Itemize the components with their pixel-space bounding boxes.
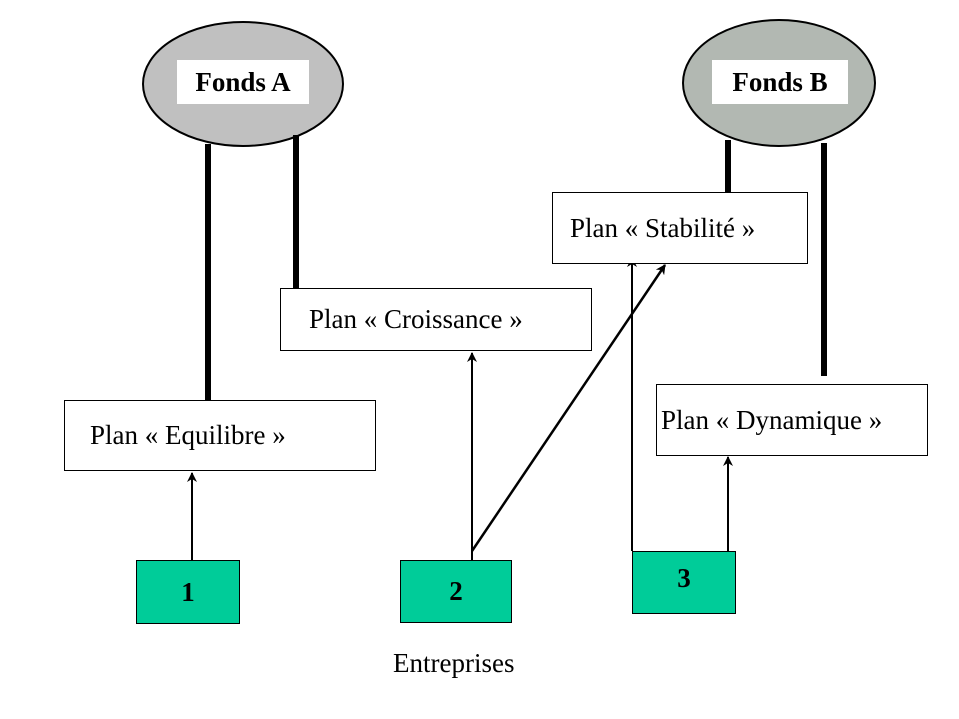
plan-croissance-label: Plan « Croissance » xyxy=(309,304,523,334)
fonds-b-label: Fonds B xyxy=(712,60,848,104)
entreprise-2-label: 2 xyxy=(449,576,463,606)
plan-croissance-box: Plan « Croissance » xyxy=(280,288,592,351)
plan-dynamique-label: Plan « Dynamique » xyxy=(661,404,883,435)
entreprise-1-box: 1 xyxy=(136,560,240,624)
plan-dynamique-box: Plan « Dynamique » xyxy=(656,384,928,456)
entreprise-3-box: 3 xyxy=(632,551,736,614)
plan-equilibre-label: Plan « Equilibre » xyxy=(90,420,286,450)
entreprise-1-label: 1 xyxy=(181,576,195,607)
plan-stabilite-label: Plan « Stabilité » xyxy=(570,212,756,243)
entreprises-caption: Entreprises xyxy=(393,648,515,678)
fonds-a-label: Fonds A xyxy=(177,60,309,104)
entreprise-3-label: 3 xyxy=(677,563,691,593)
entreprise-2-box: 2 xyxy=(400,560,512,623)
plan-equilibre-box: Plan « Equilibre » xyxy=(64,400,376,471)
plan-stabilite-box: Plan « Stabilité » xyxy=(552,192,808,264)
